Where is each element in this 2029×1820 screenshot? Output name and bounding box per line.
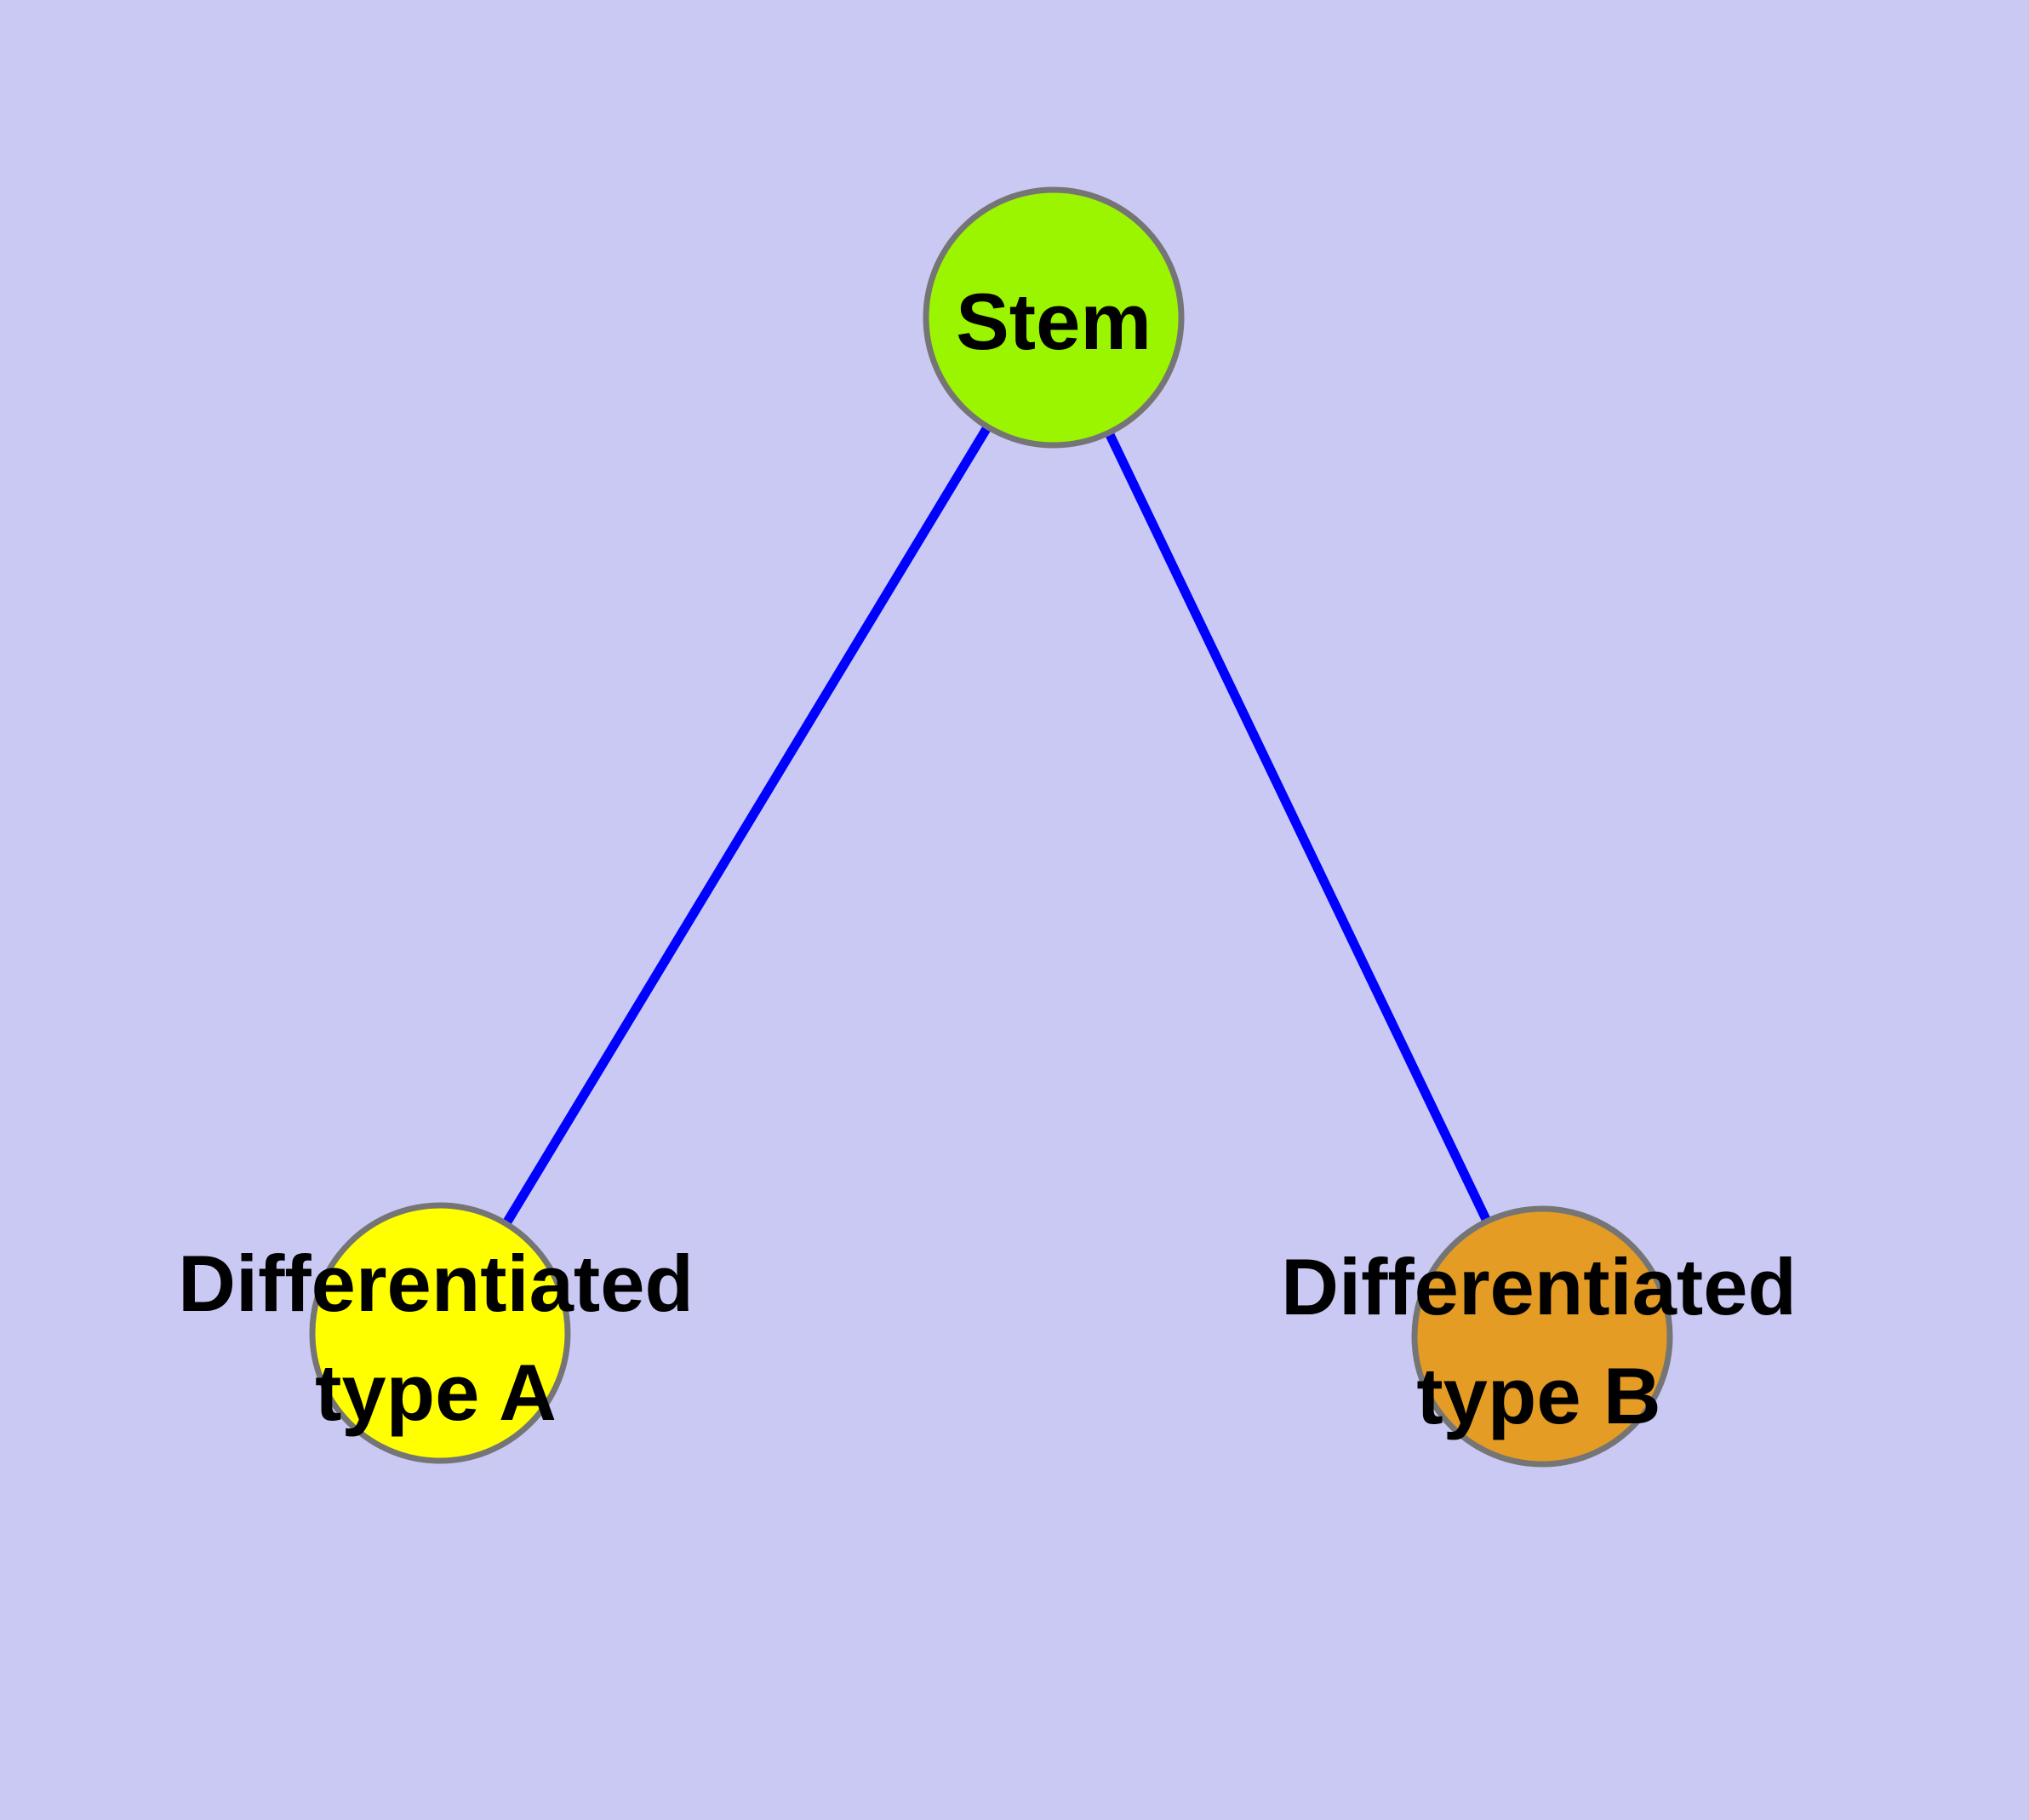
node-type-b-label-line2: type B xyxy=(1416,1351,1661,1440)
node-type-a-label: Differentiated type A xyxy=(178,1229,694,1447)
node-stem-label: Stem xyxy=(956,267,1152,376)
node-type-a-label-line2: type A xyxy=(315,1348,557,1437)
node-type-b-label-line1: Differentiated xyxy=(1281,1242,1797,1332)
node-stem-circle xyxy=(923,186,1185,449)
edge-stem-to-type-a xyxy=(436,315,1058,1336)
node-type-b-circle xyxy=(1411,1205,1673,1468)
node-stem-label-text: Stem xyxy=(956,277,1152,367)
edge-stem-to-type-b xyxy=(1049,315,1546,1339)
node-type-a-label-line1: Differentiated xyxy=(178,1239,694,1329)
node-type-b-label: Differentiated type B xyxy=(1281,1233,1797,1451)
node-type-a-circle xyxy=(309,1202,571,1464)
